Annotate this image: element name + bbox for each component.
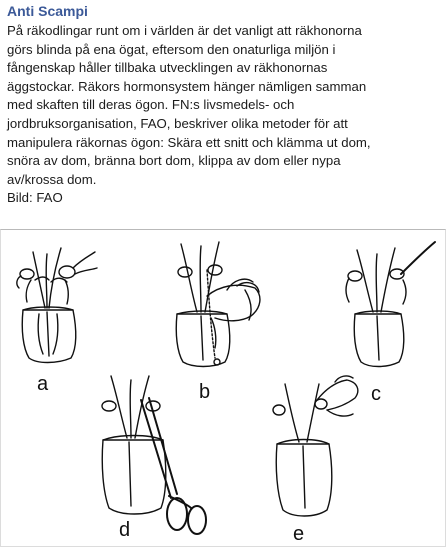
panel-d-drawing bbox=[101, 375, 207, 535]
panel-label-e: e bbox=[293, 523, 304, 545]
panel-c-drawing bbox=[345, 241, 436, 368]
panel-label-d: d bbox=[119, 519, 130, 541]
post-photo[interactable]: a b c d e bbox=[0, 229, 446, 547]
post-image-credit: Bild: FAO bbox=[7, 190, 63, 206]
post-text-line: På räkodlingar runt om i världen är det … bbox=[7, 23, 362, 38]
panel-a-drawing bbox=[16, 247, 98, 364]
post-text-line: äggstockar. Räkors hormonsystem hänger n… bbox=[7, 78, 367, 94]
panel-label-b: b bbox=[199, 381, 210, 403]
post-body: På räkodlingar runt om i världen är det … bbox=[7, 22, 443, 208]
post-text-line: jordbruksorganisation, FAO, beskriver ol… bbox=[7, 115, 348, 131]
post-text-line: med skaften till deras ögon. FN:s livsme… bbox=[7, 97, 295, 113]
post-text-line: görs blinda på ena ögat, eftersom den on… bbox=[7, 41, 336, 57]
panel-e-drawing bbox=[272, 375, 359, 517]
post-text-line: snöra av dom, bränna bort dom, klippa av… bbox=[7, 153, 341, 169]
post-text-line: manipulera räkornas ögon: Skära ett snit… bbox=[7, 134, 371, 150]
post-text-line: av/krossa dom. bbox=[7, 171, 97, 187]
post-author-link[interactable]: Anti Scampi bbox=[7, 3, 88, 19]
panel-label-c: c bbox=[371, 383, 381, 405]
post-text-line: fångenskap håller tillbaka utvecklingen … bbox=[7, 60, 328, 76]
fao-eyestalk-illustration: a b c d e bbox=[16, 241, 436, 545]
panel-label-a: a bbox=[37, 373, 49, 395]
panel-b-drawing bbox=[175, 241, 261, 368]
